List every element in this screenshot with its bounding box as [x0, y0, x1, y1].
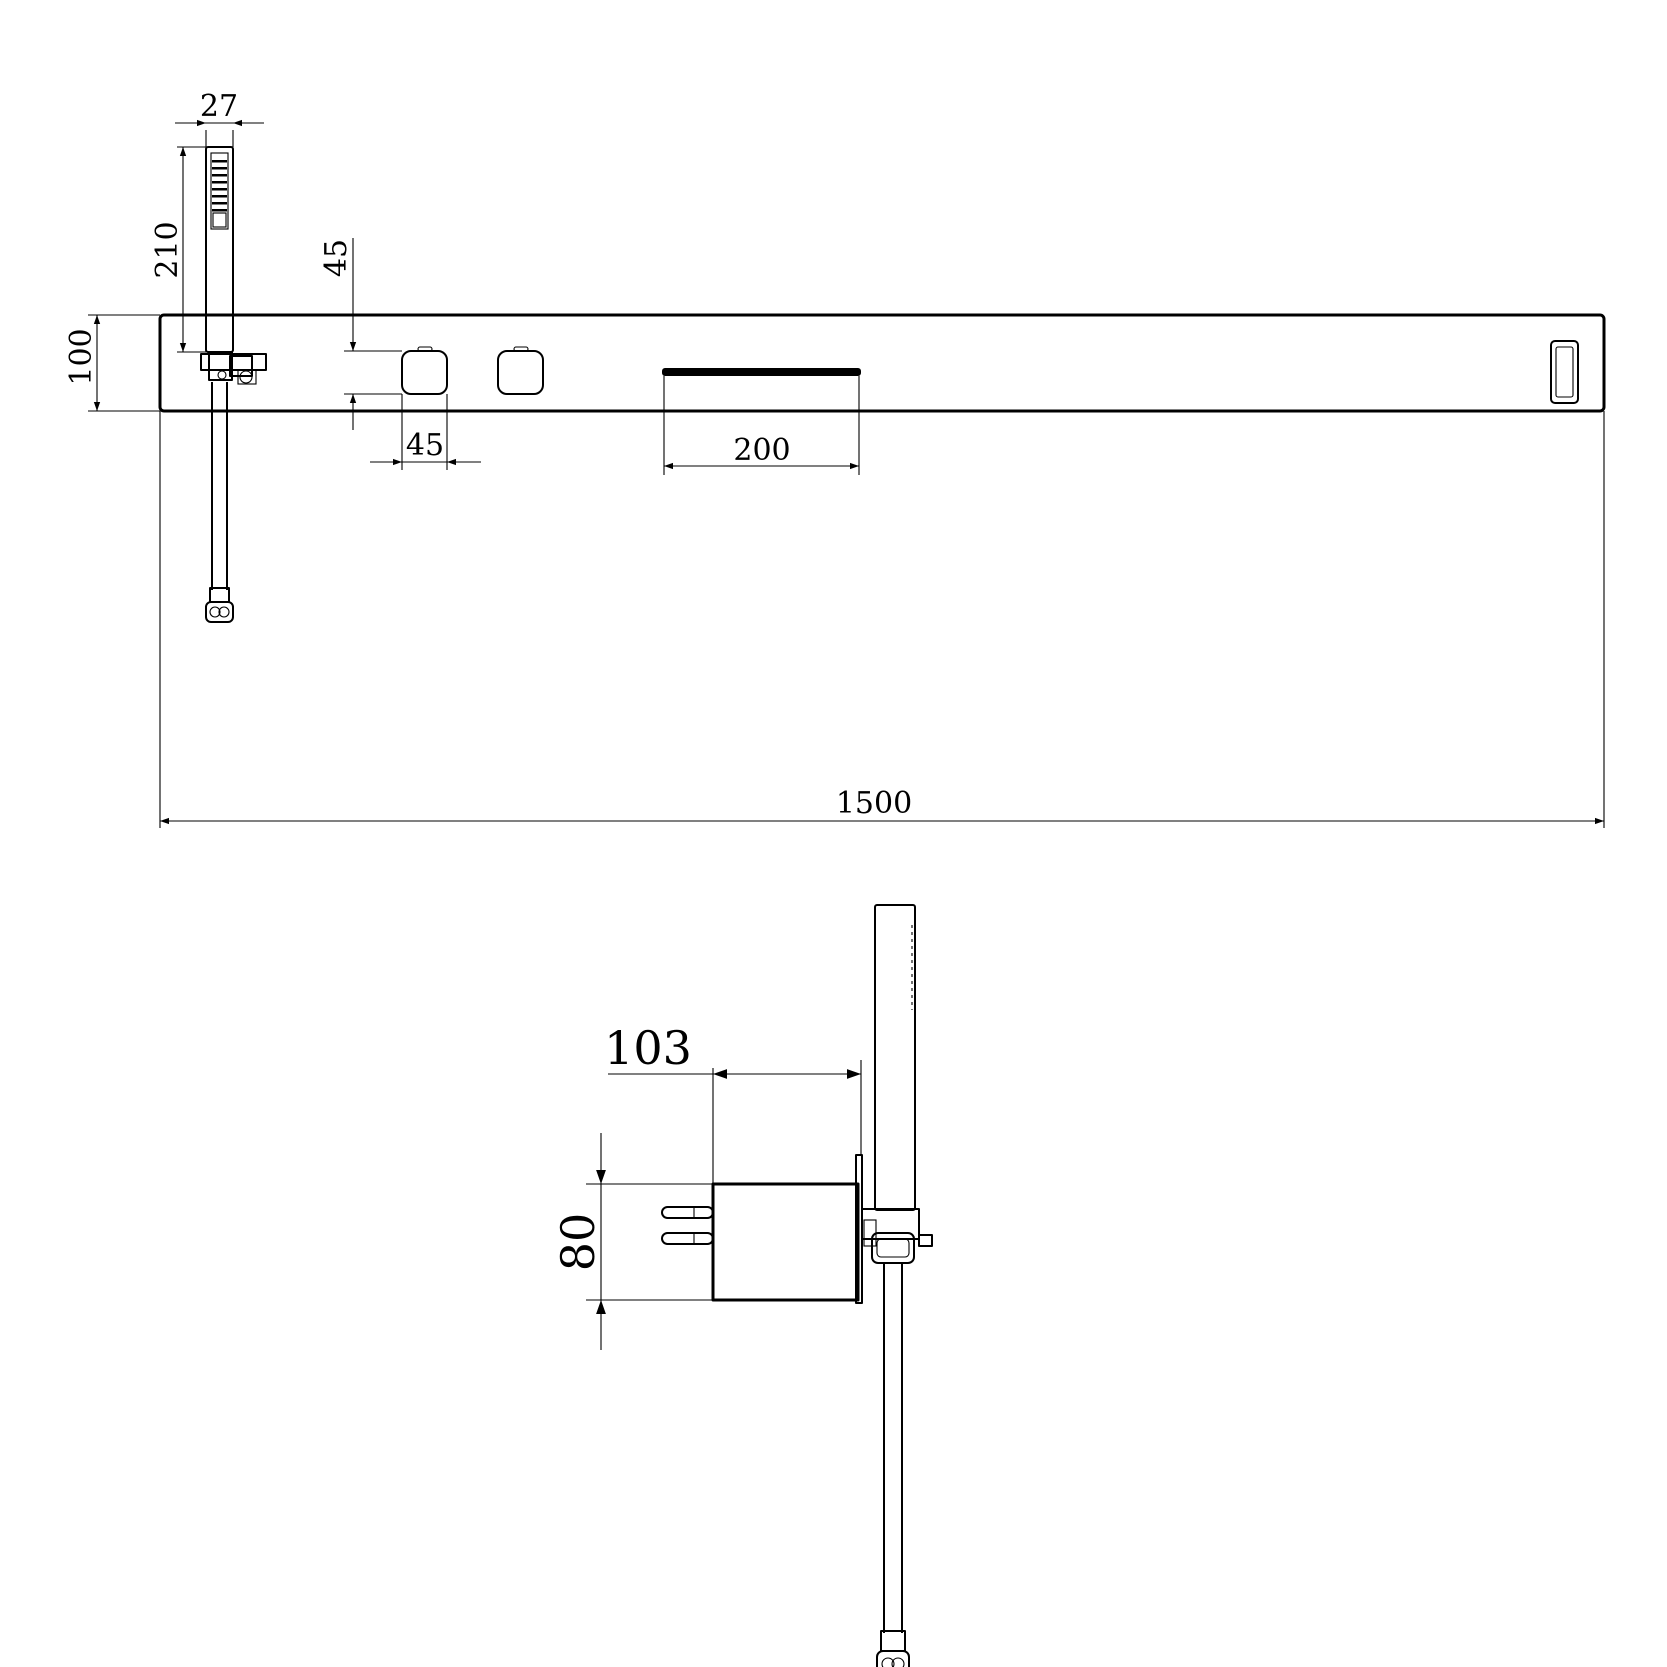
dimension-label: 45 [406, 428, 444, 463]
side-view: 103 80 [551, 904, 933, 1667]
dimension-panel-length: 1500 [159, 411, 1605, 828]
dimension-label: 103 [604, 1021, 692, 1075]
dimension-label: 210 [150, 221, 185, 278]
end-piece [1550, 340, 1579, 404]
dimension-label: 80 [551, 1213, 605, 1272]
hand-shower-side [861, 904, 933, 1667]
dimension-spout-width: 200 [663, 376, 860, 475]
spout-slot [662, 368, 861, 376]
dimension-handle-width: 27 [175, 89, 264, 147]
mounting-body [711, 1182, 860, 1302]
dimension-body-depth: 103 [604, 1021, 862, 1184]
dimension-body-height: 80 [551, 1133, 713, 1350]
hand-shower-front [200, 146, 267, 623]
dimension-label: 200 [733, 433, 790, 468]
dimension-handle-length: 210 [150, 146, 206, 353]
dimension-button-height: 45 [319, 238, 402, 430]
inlet-pipes [661, 1206, 714, 1245]
front-view: 27 210 100 45 [64, 89, 1606, 828]
dimension-panel-height: 100 [64, 314, 160, 412]
dimension-label: 27 [200, 89, 238, 124]
dimension-label: 45 [319, 239, 354, 277]
dimension-button-width: 45 [370, 394, 481, 470]
dimension-label: 100 [64, 328, 99, 385]
spray-nozzles [212, 160, 227, 212]
dimension-label: 1500 [836, 786, 912, 821]
button-2 [497, 346, 544, 395]
button-1 [401, 346, 448, 395]
panel [158, 313, 1606, 413]
